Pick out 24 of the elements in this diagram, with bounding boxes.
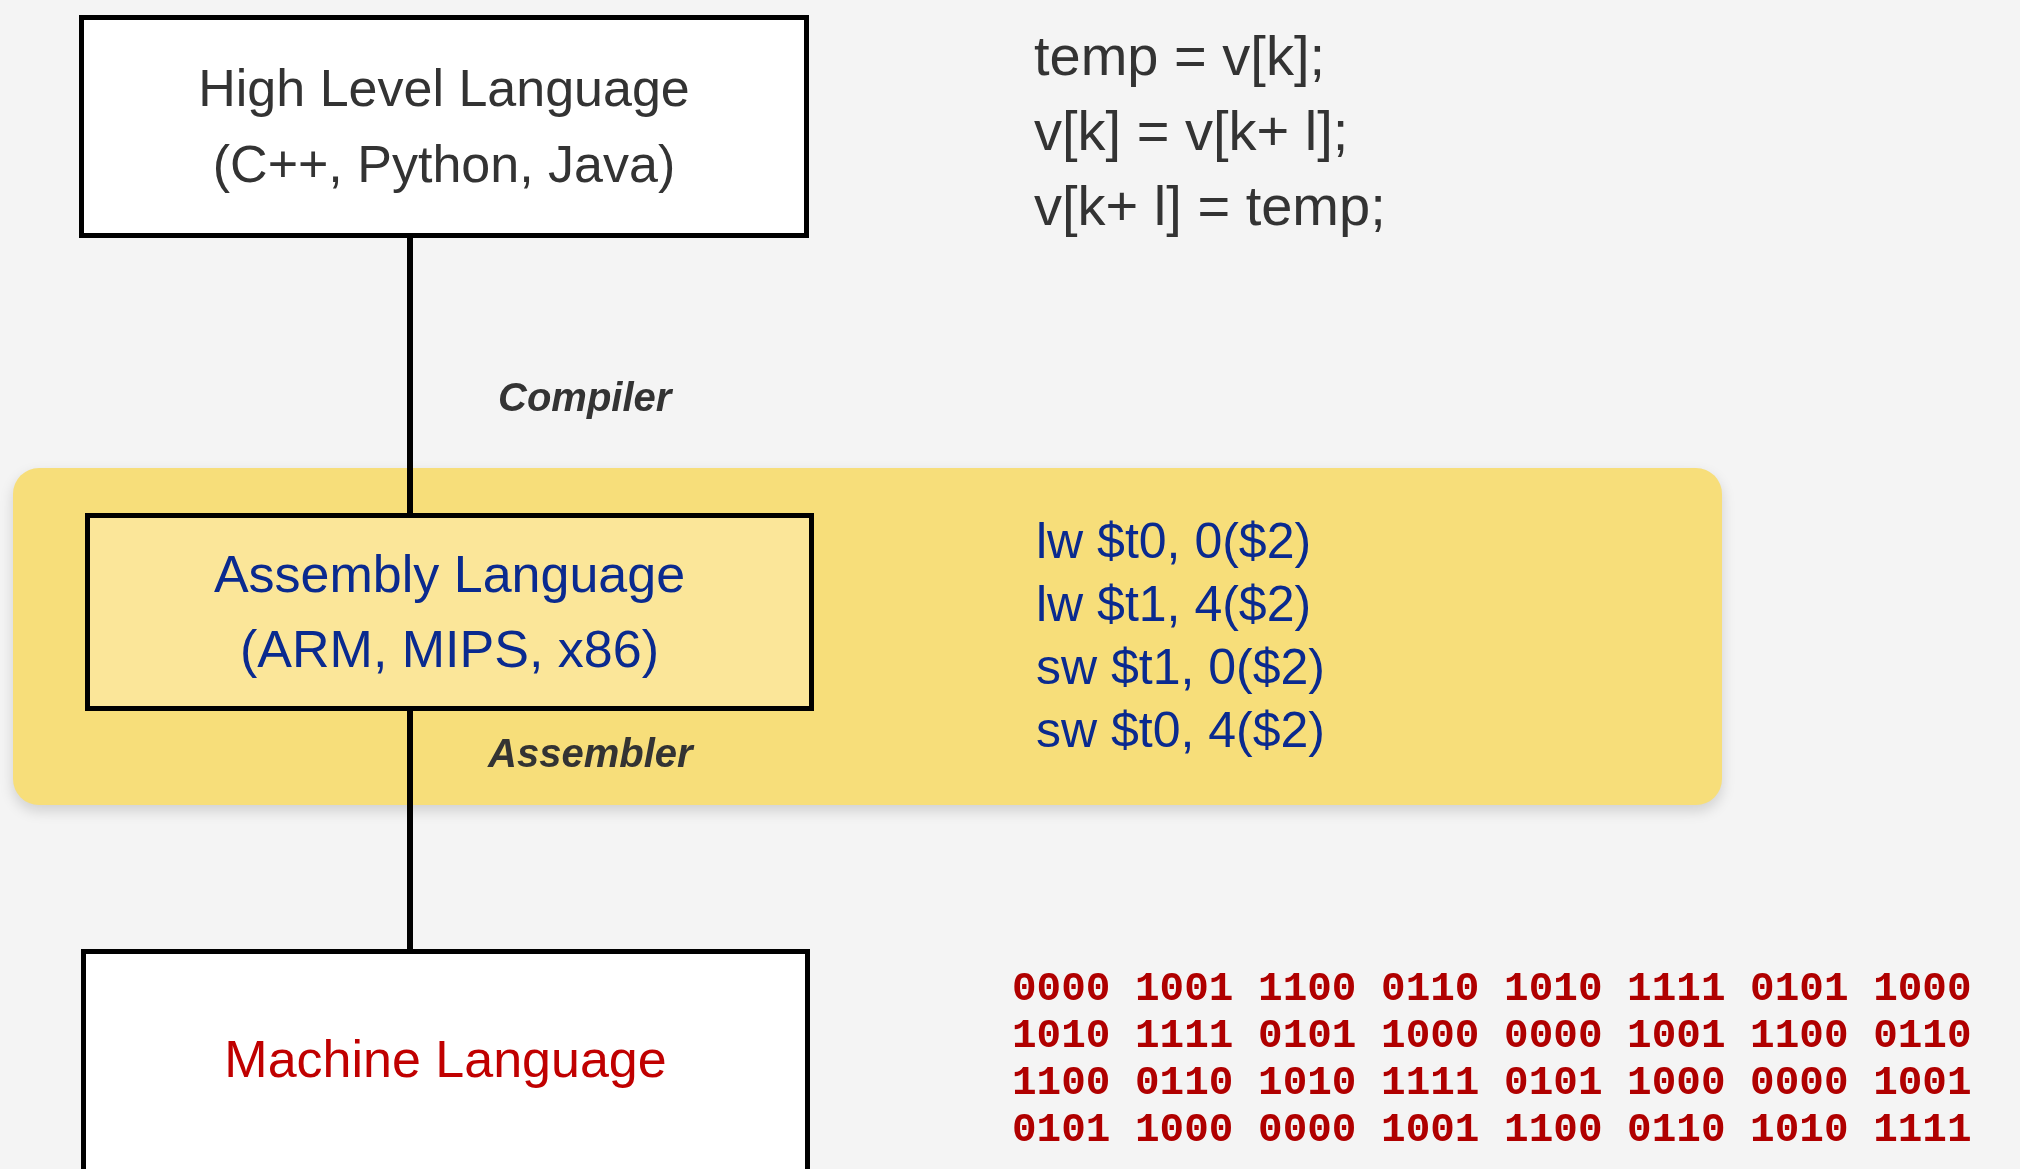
edge-label: Assembler [488,730,693,777]
edge-label: Compiler [498,374,672,421]
connector-line [407,238,413,513]
code-line: 0000 1001 1100 0110 1010 1111 0101 1000 [1012,966,1972,1013]
node-label: High Level Language [198,58,690,120]
code-line: sw $t0, 4($2) [1036,701,1325,760]
node-label: (C++, Python, Java) [212,133,676,195]
code-line: temp = v[k]; [1034,23,1325,89]
process-box [79,15,809,238]
process-box [81,949,810,1169]
node-label: Machine Language [224,1028,667,1090]
connector-line [407,711,413,949]
code-line: lw $t1, 4($2) [1036,575,1312,634]
code-line: 0101 1000 0000 1001 1100 0110 1010 1111 [1012,1107,1972,1154]
node-label: Assembly Language [213,543,686,605]
code-line: v[k+ l] = temp; [1034,173,1386,239]
code-line: 1010 1111 0101 1000 0000 1001 1100 0110 [1012,1013,1972,1060]
code-line: v[k] = v[k+ l]; [1034,98,1349,164]
code-line: lw $t0, 0($2) [1036,512,1312,571]
node-label: (ARM, MIPS, x86) [240,619,659,680]
code-line: sw $t1, 0($2) [1036,638,1325,697]
highlight-band [13,468,1722,805]
code-line: 1100 0110 1010 1111 0101 1000 0000 1001 [1012,1060,1972,1107]
process-box [85,513,814,711]
